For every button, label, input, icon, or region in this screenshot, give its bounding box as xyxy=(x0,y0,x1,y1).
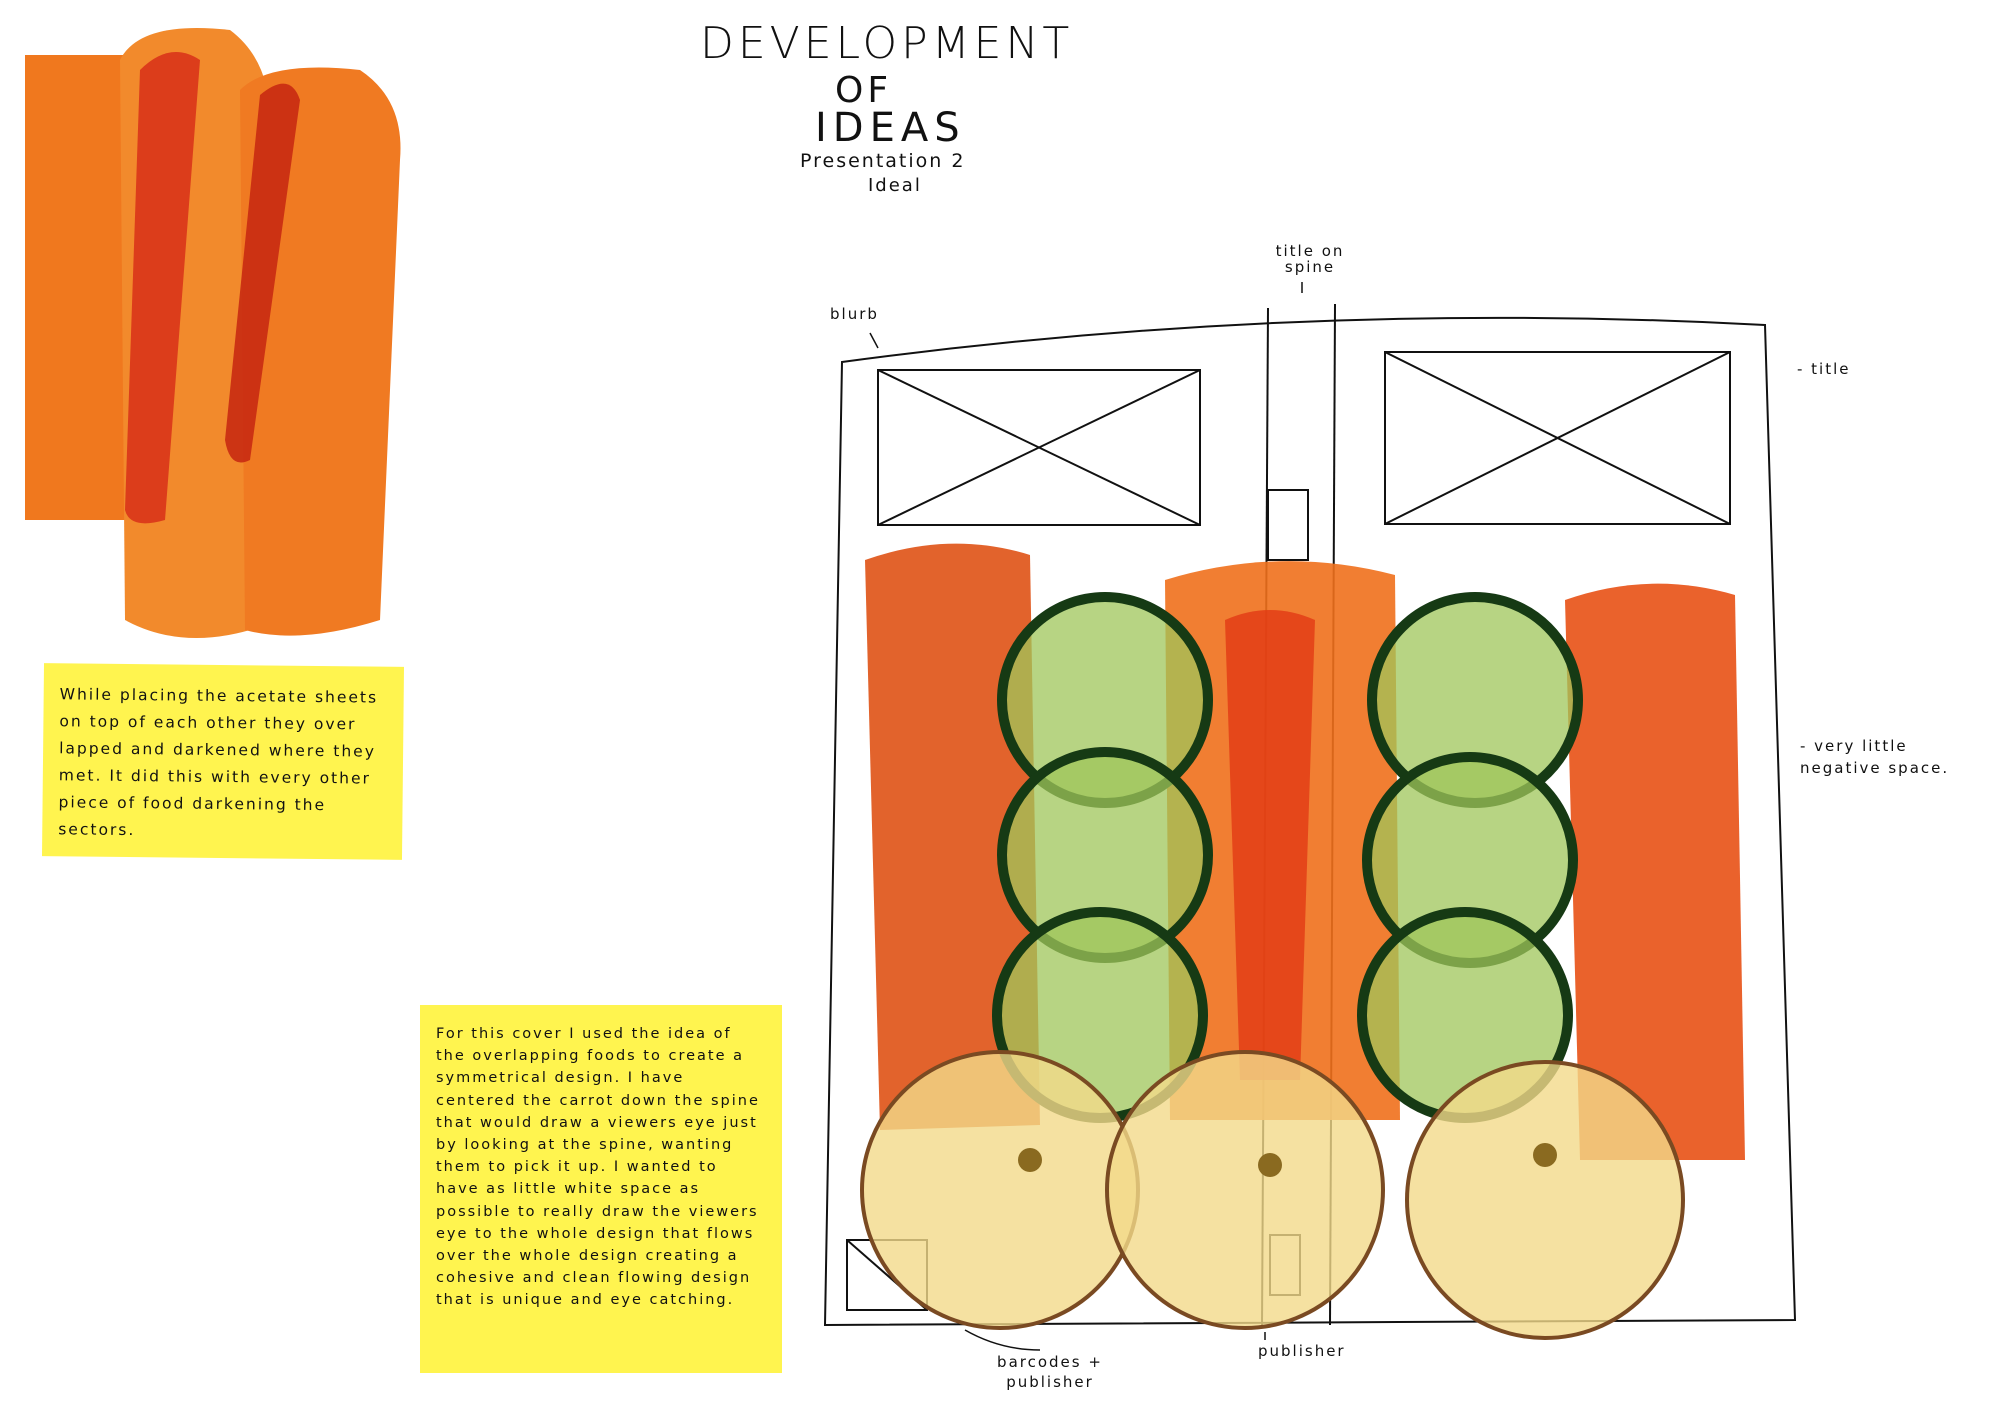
carrot-collage xyxy=(25,28,401,638)
sticky-note-explanation: For this cover I used the idea of the ov… xyxy=(420,1005,782,1373)
label-barcodes-publisher: barcodes + publisher xyxy=(997,1353,1103,1391)
food-composition xyxy=(860,543,1745,1340)
page-title-of: OF xyxy=(835,70,893,111)
label-blurb: blurb xyxy=(830,305,879,323)
page-title: DEVELOPMENT xyxy=(700,18,1074,69)
page-title-ideas: IDEAS xyxy=(815,105,966,151)
label-title: - title xyxy=(1797,360,1851,378)
subtitle: Presentation 2 xyxy=(800,150,966,172)
label-negative-space: - very little negative space. xyxy=(1800,737,1950,777)
label-publisher: publisher xyxy=(1258,1342,1346,1360)
subtitle-ideal: Ideal xyxy=(868,175,922,196)
sticky-note-acetate: While placing the acetate sheets on top … xyxy=(41,663,405,860)
label-title-on-spine: title on spine xyxy=(1275,242,1345,276)
